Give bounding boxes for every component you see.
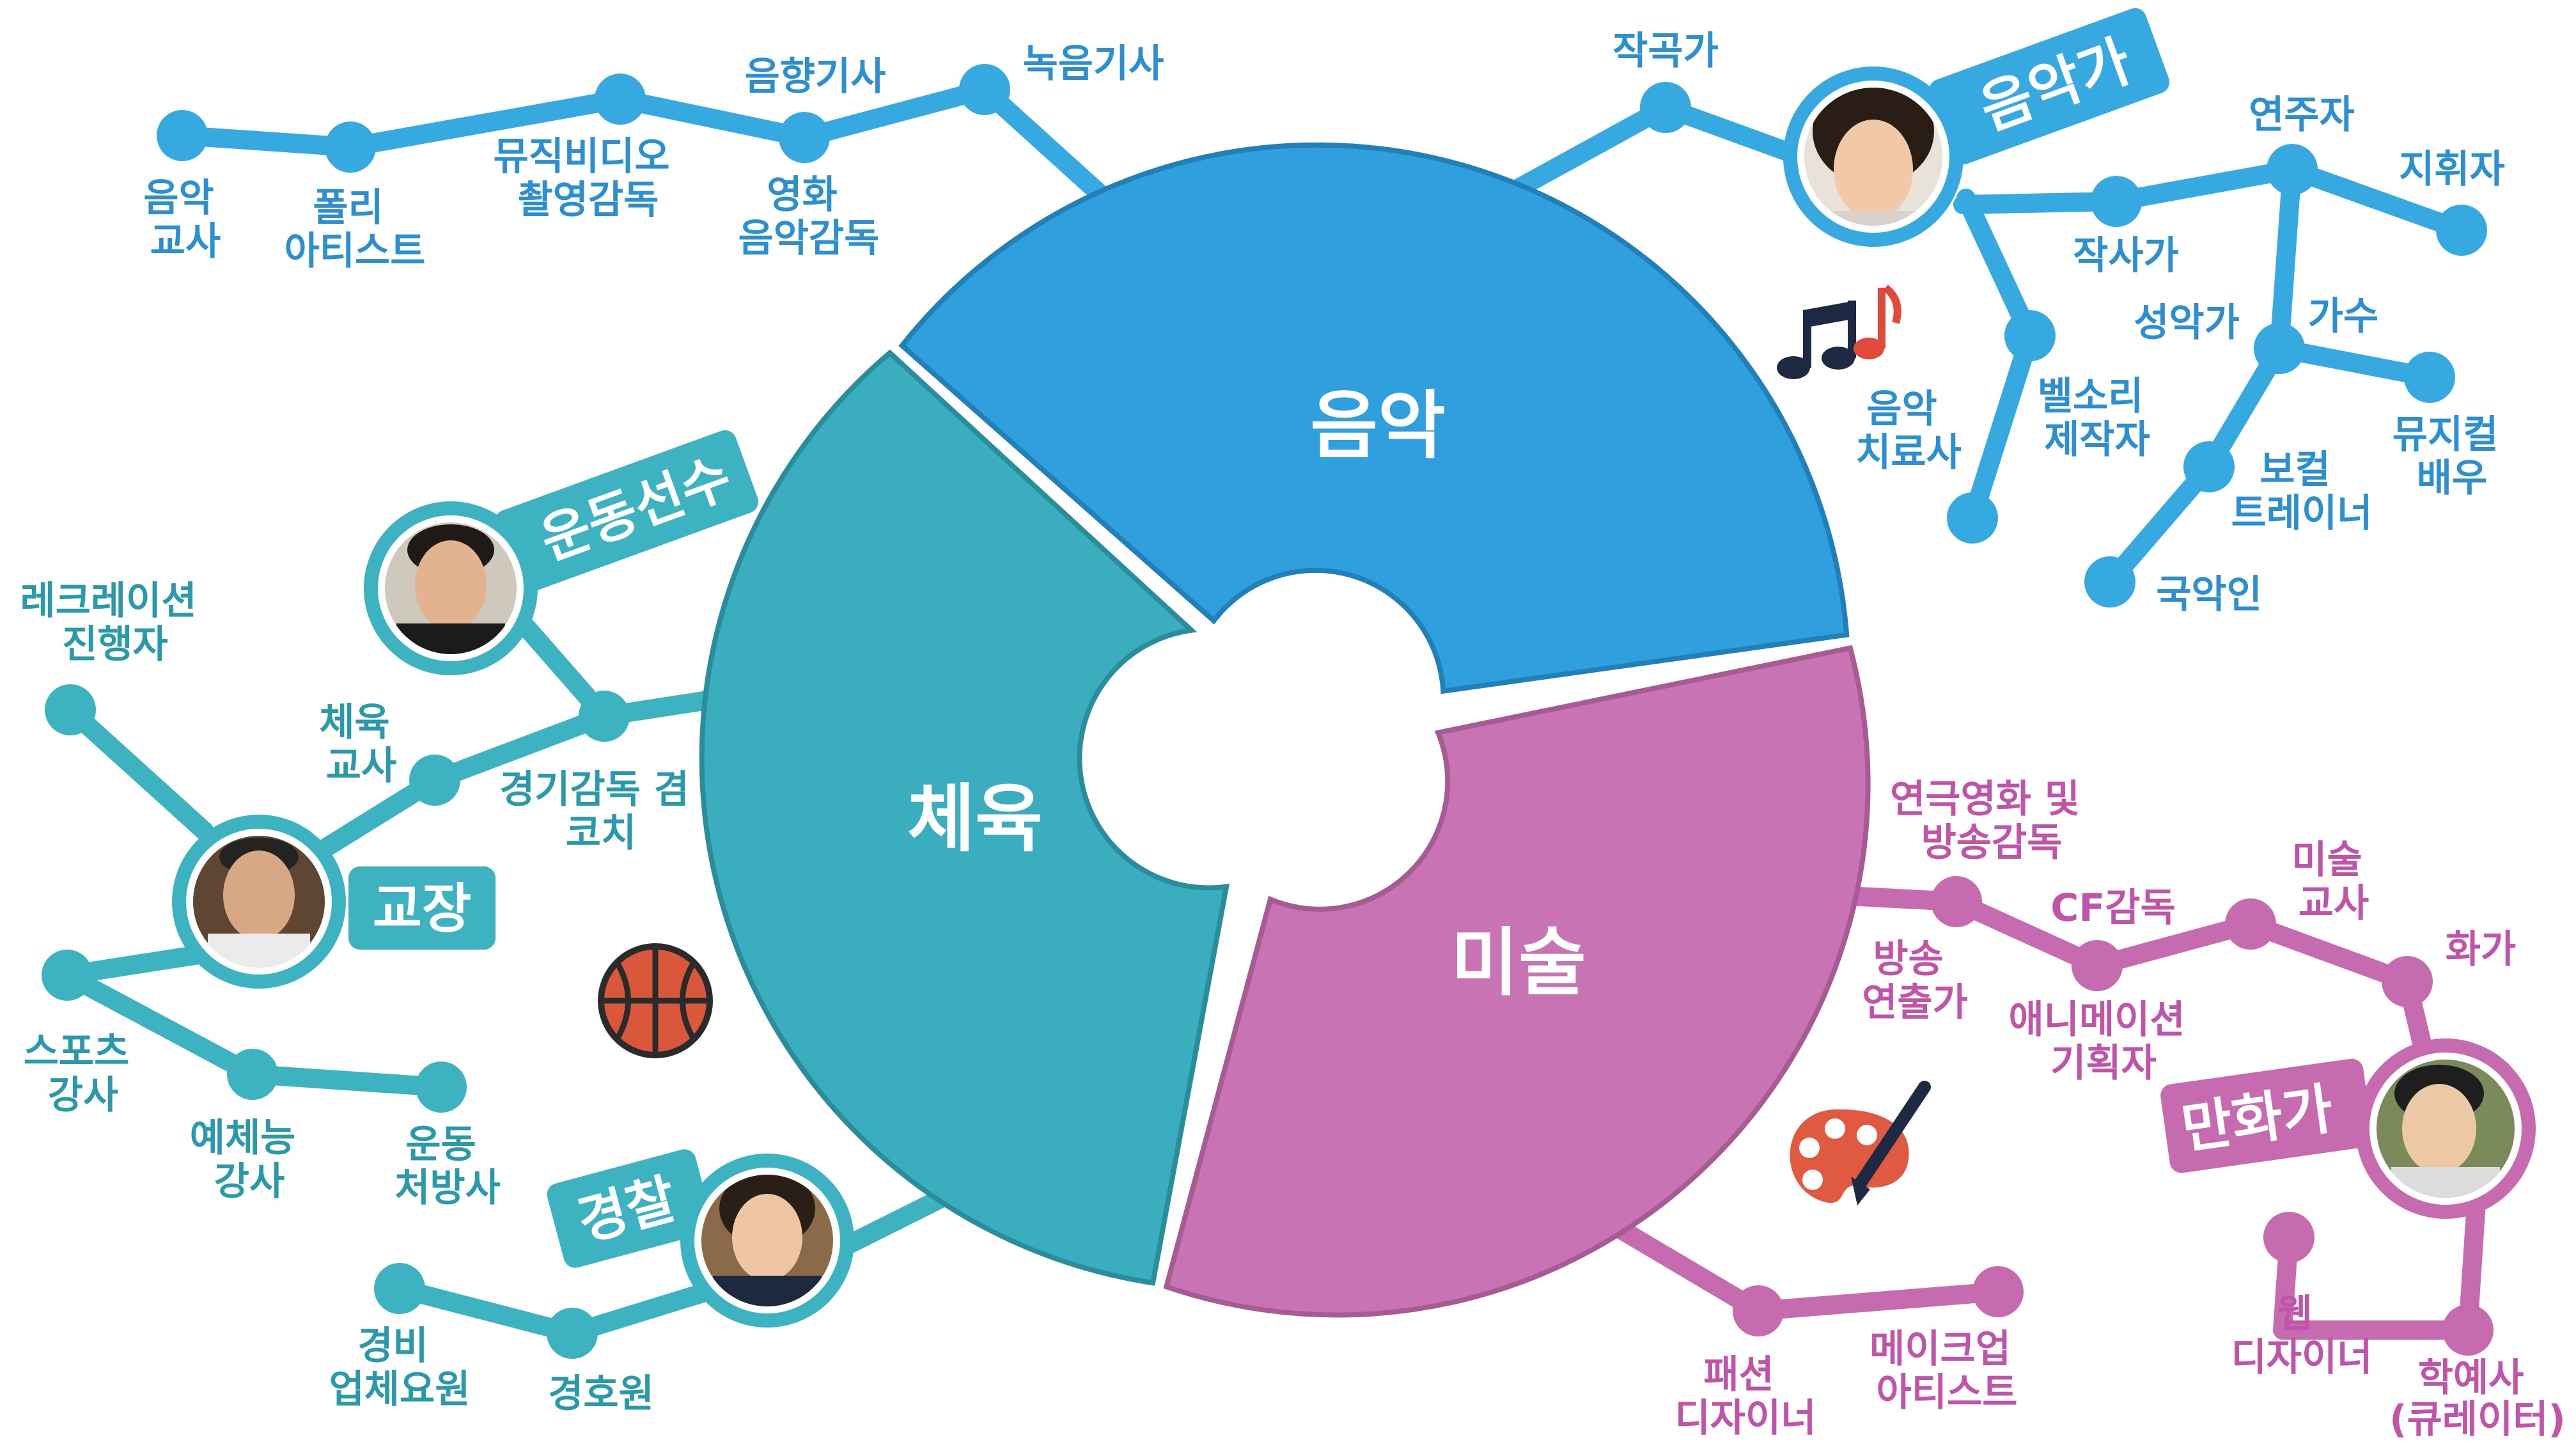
label-musical-actor: 뮤지컬 배우 [2393, 412, 2512, 501]
label-korean-musician: 국악인 [2156, 572, 2262, 617]
label-composer: 작곡가 [1612, 29, 1719, 74]
art-labels: 연극영화 및 방송감독 CF감독 미술 교사 방송 연출가 애니메이션 기획자 … [1675, 777, 2566, 1442]
sport-labels: 레크레이션 진행자 체육 교사 경기감독 겸 코치 스포츠 강사 예체능 강사 … [20, 579, 703, 1416]
athlete-avatar [364, 501, 538, 675]
label-art-teacher: 미술 교사 [2291, 838, 2375, 926]
label-animation-planner: 애니메이션 기획자 [2009, 998, 2199, 1086]
label-music-teacher: 음악 교사 [143, 176, 227, 264]
label-foley-artist: 폴리 아티스트 [285, 185, 426, 274]
label-cf-director: CF감독 [2050, 886, 2175, 930]
label-recreation-leader: 레크레이션 진행자 [20, 579, 210, 667]
label-sound-engineer: 음향기사 [745, 54, 886, 99]
music-notes-icon [1777, 285, 1901, 379]
music-labels: 음악 교사 폴리 아티스트 뮤직비디오 촬영감독 음향기사 영화 음악감독 녹음… [143, 29, 2512, 617]
label-pe-teacher: 체육 교사 [319, 700, 403, 788]
music-branch-nodes [157, 64, 2487, 607]
music-branch-lines [173, 80, 2471, 591]
police-avatar [680, 1154, 854, 1328]
donut-segment-music[interactable] [898, 142, 1850, 694]
label-vocal-trainer: 보컬 트레이너 [2231, 448, 2373, 536]
donut-segment-art[interactable] [1163, 645, 1871, 1318]
segment-label-art: 미술 [1451, 920, 1586, 1006]
label-music-video-director: 뮤직비디오 촬영감독 [494, 134, 683, 223]
musician-avatar [1783, 67, 1963, 247]
principal-avatar [172, 815, 346, 989]
label-performer: 연주자 [2249, 93, 2355, 137]
cartoonist-tag: 만화가 [2160, 1058, 2373, 1173]
label-film-music-director: 영화 음악감독 [738, 173, 880, 261]
basketball-icon [598, 943, 713, 1058]
art-branch-nodes [1733, 876, 2494, 1356]
label-web-designer: 웹 디자이너 [2231, 1292, 2373, 1380]
label-bodyguard: 경호원 [548, 1372, 654, 1416]
donut-segment-sport[interactable] [699, 349, 1230, 1286]
label-broadcast-producer: 방송 연출가 [1862, 937, 1968, 1025]
principal-tag: 교장 [348, 866, 496, 950]
segment-label-sport: 체육 [907, 776, 1043, 862]
label-curator: 학예사 (큐레이터) [2389, 1356, 2566, 1442]
cartoonist-avatar [2355, 1038, 2536, 1219]
paint-palette-icon [1790, 1081, 1931, 1205]
police-tag: 경찰 [547, 1149, 713, 1268]
career-donut-chart: 음악 미술 체육 [699, 142, 1871, 1318]
label-security-guard: 경비 업체요원 [329, 1324, 471, 1412]
sport-branch-nodes [42, 684, 630, 1359]
label-stage-director: 연극영화 및 방송감독 [1890, 777, 2093, 865]
label-conductor: 지휘자 [2399, 147, 2505, 192]
label-recording-engineer: 녹음기사 [1023, 42, 1164, 86]
label-singer: 가수 [2308, 294, 2378, 339]
label-bell-maker: 벨소리 제작자 [2038, 374, 2157, 462]
label-music-therapist: 음악 치료사 [1855, 387, 1962, 475]
label-lyricist: 작사가 [2073, 233, 2179, 278]
label-arts-instructor: 예체능 강사 [190, 1116, 309, 1204]
label-vocalist: 성악가 [2134, 301, 2240, 345]
label-coach: 경기감독 겸 코치 [499, 767, 703, 856]
label-painter: 화가 [2446, 927, 2516, 972]
label-fashion-designer: 패션 디자이너 [1675, 1352, 1816, 1441]
musician-tag: 음악가 [1928, 8, 2170, 165]
label-makeup-artist: 메이크업 아티스트 [1870, 1327, 2024, 1415]
segment-label-music: 음악 [1310, 383, 1446, 469]
label-sports-instructor: 스포츠 강사 [24, 1030, 143, 1118]
label-exercise-prescriber: 운동 처방사 [394, 1122, 501, 1210]
principal-tag-label: 교장 [373, 877, 472, 940]
